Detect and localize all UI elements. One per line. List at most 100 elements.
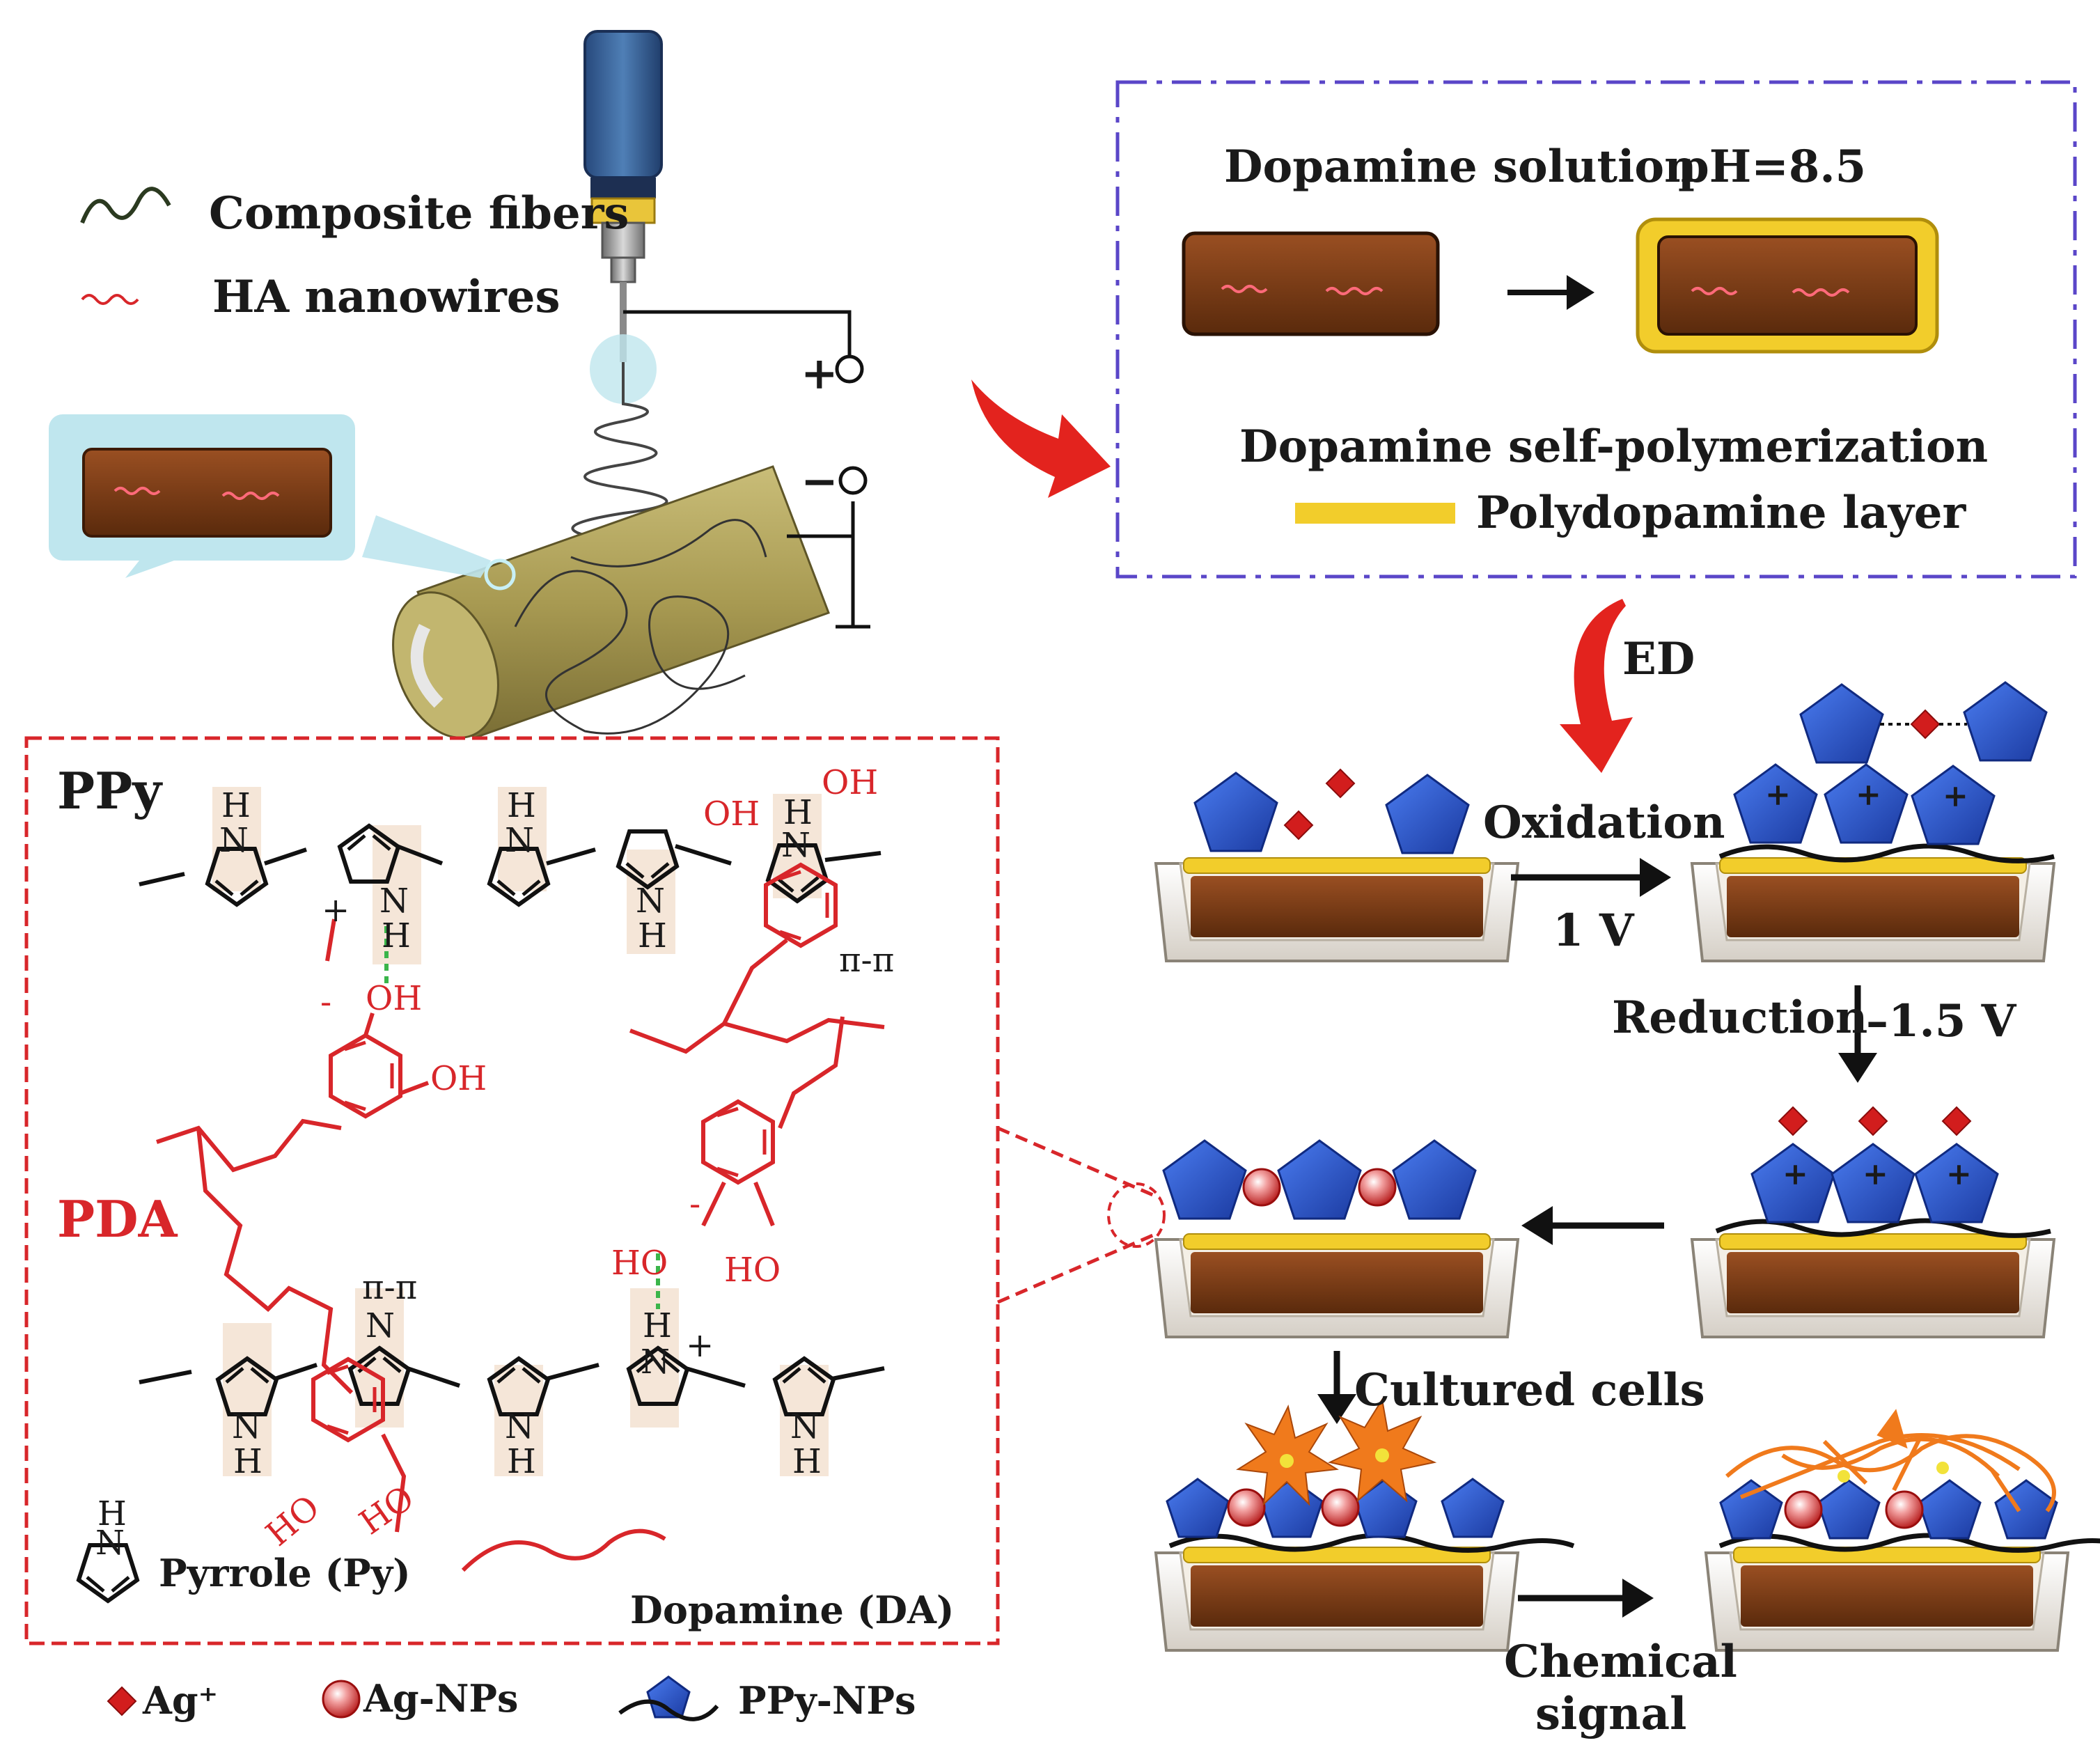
chemical-label: Chemical xyxy=(1504,1636,1737,1688)
positive-label: + xyxy=(801,347,838,400)
positive-terminal xyxy=(835,354,864,384)
h-atom: H xyxy=(638,916,667,955)
arrow-to-deposition xyxy=(1521,1206,1664,1245)
oh-group: OH xyxy=(822,763,879,802)
pyrrole-legend-label: Pyrrole (Py) xyxy=(159,1551,411,1595)
ppy-chain-bottom xyxy=(139,1348,885,1414)
ho-group: HO xyxy=(611,1244,668,1283)
cell-icon xyxy=(1327,1398,1437,1503)
pi-pi-bottom-label: π-π xyxy=(362,1268,418,1307)
negative-label: − xyxy=(801,455,838,508)
ha-nanowires-label: HA nanowires xyxy=(212,271,561,323)
ppy-nanoparticle xyxy=(1817,1479,1881,1540)
h-atom: H xyxy=(382,916,411,955)
charge-plus: + xyxy=(1943,779,1968,814)
ppy-nanoparticle xyxy=(1963,681,2048,762)
charge-plus: + xyxy=(686,1326,714,1365)
ag-ion xyxy=(1326,769,1355,798)
ppy-nanoparticle xyxy=(1162,1139,1247,1220)
ho-group: HO xyxy=(724,1251,781,1290)
tray-stage-5 xyxy=(1154,1546,1519,1652)
ag-nanoparticle-legend-icon xyxy=(322,1680,361,1719)
reduction-label: Reduction xyxy=(1612,992,1868,1044)
ag-nanoparticles-legend-label: Ag-NPs xyxy=(363,1676,519,1721)
ppy-nanoparticle xyxy=(1441,1478,1505,1538)
ed-label: ED xyxy=(1622,633,1695,685)
molecular-structure-box xyxy=(24,736,1000,1645)
ppy-nanoparticle xyxy=(1385,774,1470,854)
arrow-oxidation xyxy=(1511,858,1671,897)
charge-plus: + xyxy=(1856,777,1881,813)
ppy-nanoparticles-legend-label: PPy-NPs xyxy=(738,1678,916,1723)
cultured-cells-label: Cultured cells xyxy=(1354,1364,1705,1416)
arrow-reduction xyxy=(1838,985,1877,1083)
ag-ion xyxy=(1858,1106,1888,1136)
n-atom: N xyxy=(790,1407,820,1446)
pi-pi-top-label: π-π xyxy=(839,941,895,980)
arrow-to-dopamine xyxy=(971,380,1111,498)
arrow-coating xyxy=(1507,275,1594,310)
charge-plus: + xyxy=(1765,777,1791,813)
composite-fibers-label: Composite fibers xyxy=(209,187,629,240)
ppy-label: PPy xyxy=(57,761,162,820)
ag-nanoparticle xyxy=(1242,1168,1281,1207)
ppy-nanoparticle xyxy=(1166,1478,1230,1538)
n-atom: N xyxy=(366,1306,395,1345)
ppy-nanoparticle xyxy=(1918,1479,1982,1540)
h-atom: H xyxy=(792,1442,822,1481)
ph-label: pH=8.5 xyxy=(1678,141,1867,193)
oxidation-label: Oxidation xyxy=(1483,797,1725,849)
pyrrole-icon-h: H xyxy=(97,1494,127,1533)
h-atom: H xyxy=(783,793,813,832)
h-atom: H xyxy=(233,1442,262,1481)
dopamine-chain-icon xyxy=(461,1528,666,1572)
tray-stage-2 xyxy=(1691,857,2055,962)
arrow-chemical-signal xyxy=(1518,1579,1654,1618)
syringe-icon xyxy=(583,30,663,362)
ppy-nanoparticle xyxy=(1277,1139,1362,1220)
ppy-nanoparticle xyxy=(1719,1479,1783,1540)
polydopamine-layer-label: Polydopamine layer xyxy=(1476,487,1966,539)
h-atom: H xyxy=(221,786,251,825)
ag-ion xyxy=(1942,1106,1971,1136)
cell-icon xyxy=(1236,1405,1339,1506)
fiber-zoom-callout xyxy=(49,414,516,590)
ag-nanoparticle xyxy=(1358,1168,1397,1207)
tray-stage-4 xyxy=(1154,1233,1519,1338)
n-atom: N xyxy=(505,821,534,860)
composite-fiber-icon xyxy=(80,187,171,224)
ag-ion xyxy=(1284,811,1313,840)
catechol-ring xyxy=(331,1035,400,1116)
charge-plus: + xyxy=(322,891,350,930)
charge-minus: - xyxy=(689,1184,701,1223)
pyrrole-icon-n: N xyxy=(95,1524,125,1563)
spread-cells-icon xyxy=(1725,1409,2056,1512)
h-atom: H xyxy=(507,1442,536,1481)
n-atom: N xyxy=(219,821,249,860)
ag-ion-legend-icon xyxy=(107,1687,136,1716)
dopamine-legend-label: Dopamine (DA) xyxy=(630,1588,955,1632)
charge-plus: + xyxy=(1946,1157,1972,1192)
arrow-cultured-cells xyxy=(1317,1351,1356,1424)
ag-nanoparticle xyxy=(1784,1490,1823,1529)
charge-plus: + xyxy=(1863,1157,1888,1192)
dopamine-solution-label: Dopamine solution xyxy=(1224,141,1697,193)
h-atom: H xyxy=(507,786,536,825)
pda-label: PDA xyxy=(57,1189,178,1249)
n-atom: N xyxy=(505,1407,534,1446)
dopamine-process-box xyxy=(1115,80,2077,579)
ag-ion xyxy=(1778,1106,1808,1136)
polydopamine-legend-bar xyxy=(1295,503,1455,524)
jet-spiral xyxy=(571,362,668,542)
h-atom: H xyxy=(643,1306,672,1345)
negative-terminal xyxy=(838,466,868,495)
oh-group: OH xyxy=(703,795,760,834)
fiber-segment-before xyxy=(1182,231,1440,336)
ag-ion-legend-label: Ag⁺ xyxy=(143,1678,219,1723)
oh-group: OH xyxy=(366,979,423,1018)
ppy-nanoparticle xyxy=(1193,772,1278,852)
fiber-segment-coated xyxy=(1636,217,1939,354)
tray-stage-3 xyxy=(1691,1233,2055,1338)
ppy-chain-top xyxy=(139,826,881,905)
